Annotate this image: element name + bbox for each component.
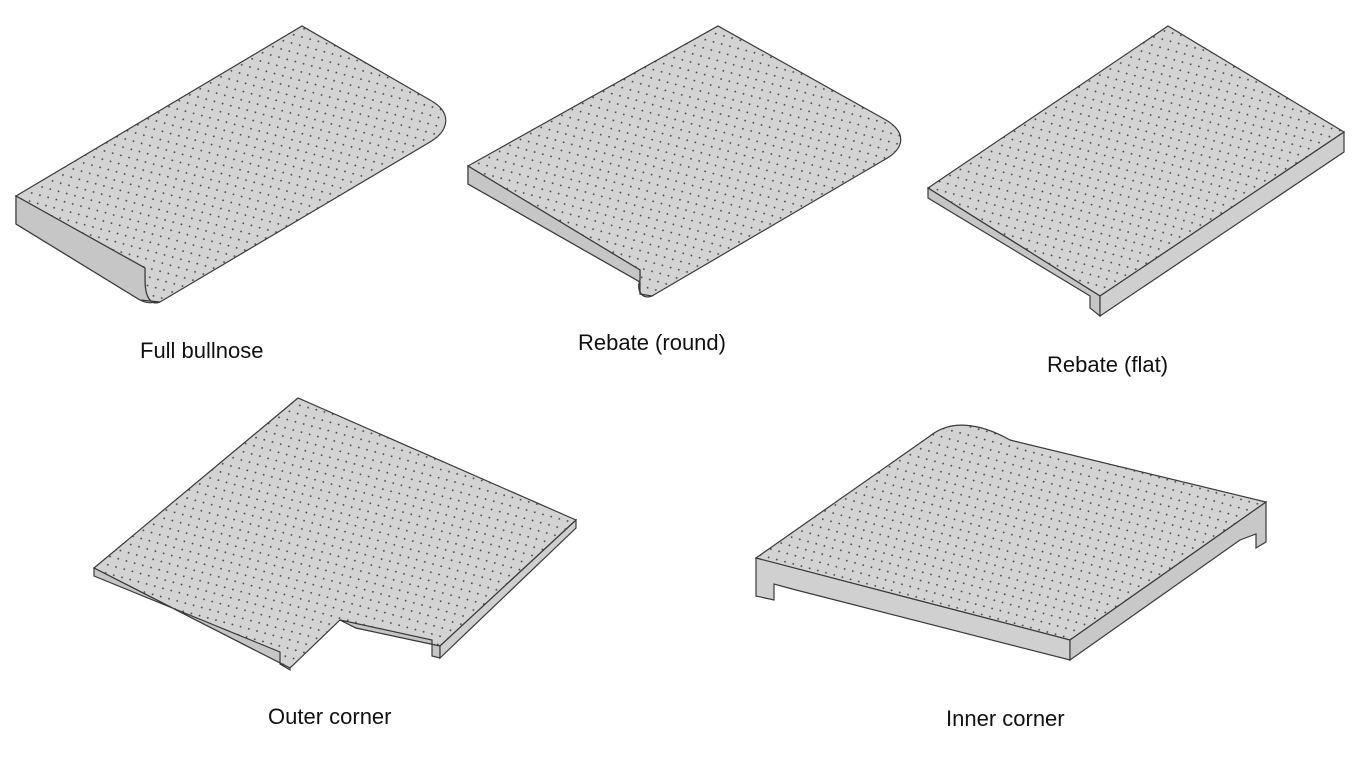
outer-corner-right-face <box>439 518 577 660</box>
tile-outer-corner <box>92 397 578 672</box>
rebate-round-side-face <box>467 164 655 298</box>
outer-corner-left-face <box>93 567 291 672</box>
full-bullnose-top-dots <box>16 26 446 303</box>
caption-rebate-round: Rebate (round) <box>578 330 726 355</box>
rebate-flat-right-face <box>1099 130 1345 318</box>
caption-outer-corner: Outer corner <box>268 704 392 729</box>
tile-rebate-flat <box>926 25 1346 318</box>
full-bullnose-side-face <box>15 194 161 304</box>
outer-corner-top-dots <box>94 398 576 668</box>
caption-full-bullnose: Full bullnose <box>140 338 264 363</box>
tile-rebate-round <box>466 25 902 298</box>
inner-corner-top-dots <box>756 425 1266 640</box>
rebate-round-top-dots <box>468 26 901 297</box>
tile-inner-corner <box>754 424 1268 662</box>
caption-inner-corner: Inner corner <box>946 706 1065 731</box>
rebate-flat-top-dots <box>928 26 1344 296</box>
caption-rebate-flat: Rebate (flat) <box>1047 352 1169 377</box>
inner-corner-right-face <box>1069 500 1267 662</box>
tile-full-bullnose <box>14 25 447 304</box>
